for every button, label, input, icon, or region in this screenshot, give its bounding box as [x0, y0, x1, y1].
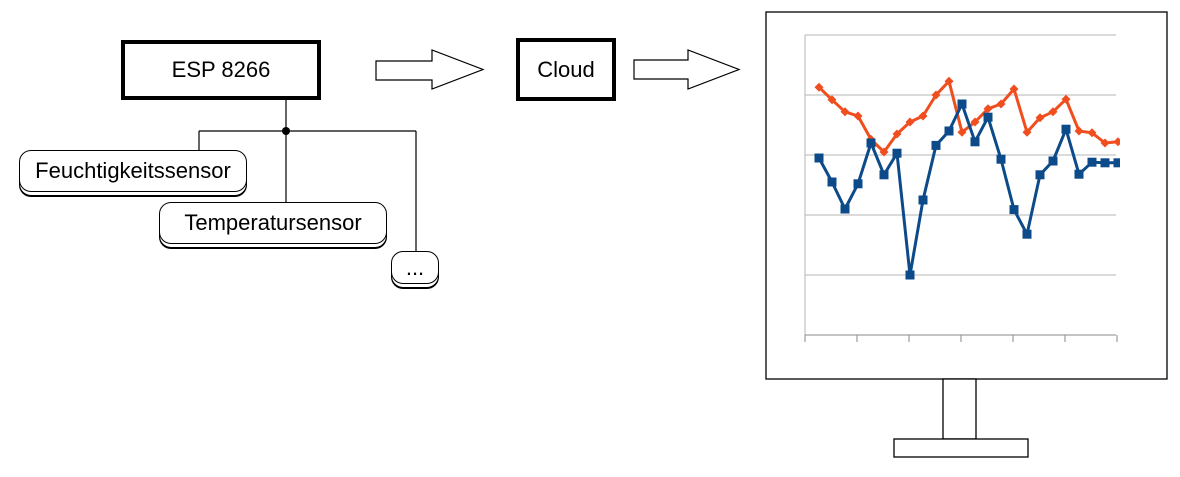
chart-point — [853, 179, 863, 189]
chart-point — [814, 153, 824, 163]
chart-point — [1074, 169, 1084, 179]
chart-point — [1113, 137, 1120, 147]
chart-point — [840, 107, 850, 117]
monitor — [765, 11, 1168, 458]
chart-point — [918, 195, 928, 205]
chart-point — [1048, 107, 1058, 117]
cloud-box: Cloud — [516, 38, 616, 101]
chart-point — [1022, 229, 1032, 239]
line-chart — [804, 34, 1120, 342]
chart-point — [970, 117, 980, 127]
chart-point — [1009, 84, 1019, 94]
chart-point — [853, 111, 863, 121]
chart-point — [866, 138, 876, 148]
chart-point — [957, 99, 967, 109]
sensor-temperature-label: Temperatursensor — [184, 210, 362, 235]
chart-point — [892, 148, 902, 158]
bus-junction-dot — [282, 127, 290, 135]
chart-point — [983, 112, 993, 122]
chart-point — [879, 147, 889, 157]
arrow-cloud-to-monitor — [633, 49, 741, 90]
chart-point — [931, 90, 941, 100]
chart-point — [996, 99, 1006, 109]
chart-point — [905, 117, 915, 127]
chart-point — [1035, 113, 1045, 123]
monitor-screen — [765, 11, 1168, 380]
chart-point — [1087, 128, 1097, 138]
chart-point — [892, 129, 902, 139]
sensor-more-label: ... — [405, 254, 425, 280]
chart-point — [957, 127, 967, 137]
chart-point — [840, 204, 850, 214]
sensor-more-node: ... — [391, 251, 439, 284]
chart-point — [1048, 156, 1058, 166]
sensor-temperature-node: Temperatursensor — [159, 202, 387, 244]
chart-point — [944, 76, 954, 86]
chart-point — [1074, 126, 1084, 136]
chart-point — [983, 104, 993, 114]
chart-point — [944, 126, 954, 136]
chart-point — [1100, 138, 1110, 148]
chart-gridlines — [804, 34, 1116, 335]
sensor-humidity-label: Feuchtigkeitssensor — [35, 158, 231, 183]
chart-point — [1035, 170, 1045, 180]
chart-series-line — [817, 102, 1118, 277]
chart-point — [1009, 205, 1019, 215]
chart-point — [1061, 94, 1071, 104]
monitor-neck — [942, 378, 977, 440]
chart-point — [879, 170, 889, 180]
esp-bus-lines — [198, 100, 417, 251]
chart-point — [905, 270, 915, 280]
chart-point — [970, 137, 980, 147]
cloud-label: Cloud — [537, 56, 595, 82]
chart-point — [827, 177, 837, 187]
chart-x-ticks — [804, 335, 1118, 342]
chart-point — [996, 154, 1006, 164]
esp8266-label: ESP 8266 — [171, 57, 271, 82]
arrow-esp-to-cloud — [375, 49, 485, 90]
chart-point — [1022, 127, 1032, 137]
esp8266-box: ESP 8266 — [121, 40, 321, 100]
chart-point — [1100, 158, 1110, 168]
sensor-humidity-node: Feuchtigkeitssensor — [19, 150, 247, 192]
chart-series — [814, 76, 1120, 280]
monitor-base — [893, 438, 1029, 458]
chart-point — [918, 111, 928, 121]
chart-point — [1113, 158, 1120, 168]
chart-point — [827, 95, 837, 105]
chart-point — [1061, 124, 1071, 134]
chart-point — [1087, 157, 1097, 167]
chart-point — [814, 82, 824, 92]
chart-point — [931, 140, 941, 150]
